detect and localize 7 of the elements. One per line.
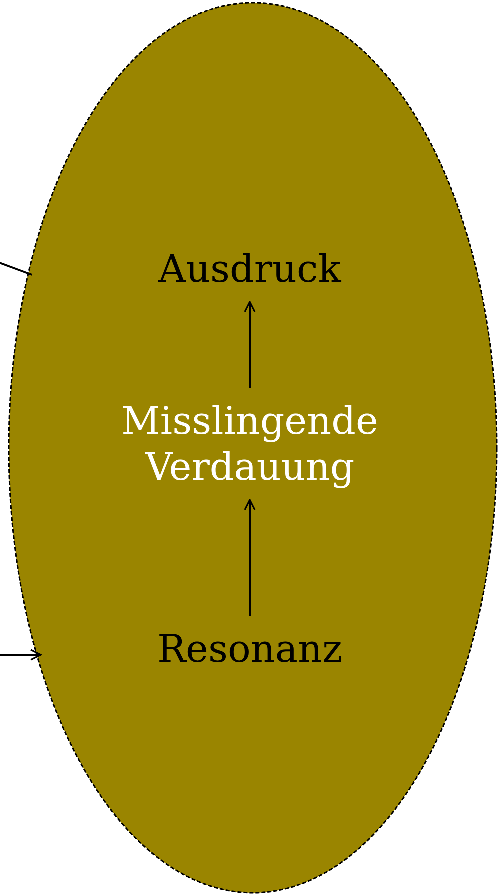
arrow [0, 649, 42, 661]
arrow [244, 499, 256, 616]
arrow [244, 301, 256, 388]
node-label: Resonanz [156, 626, 344, 672]
line [0, 262, 33, 276]
node-label: Ausdruck [157, 246, 342, 292]
node-label: Misslingende Verdauung [120, 398, 380, 490]
